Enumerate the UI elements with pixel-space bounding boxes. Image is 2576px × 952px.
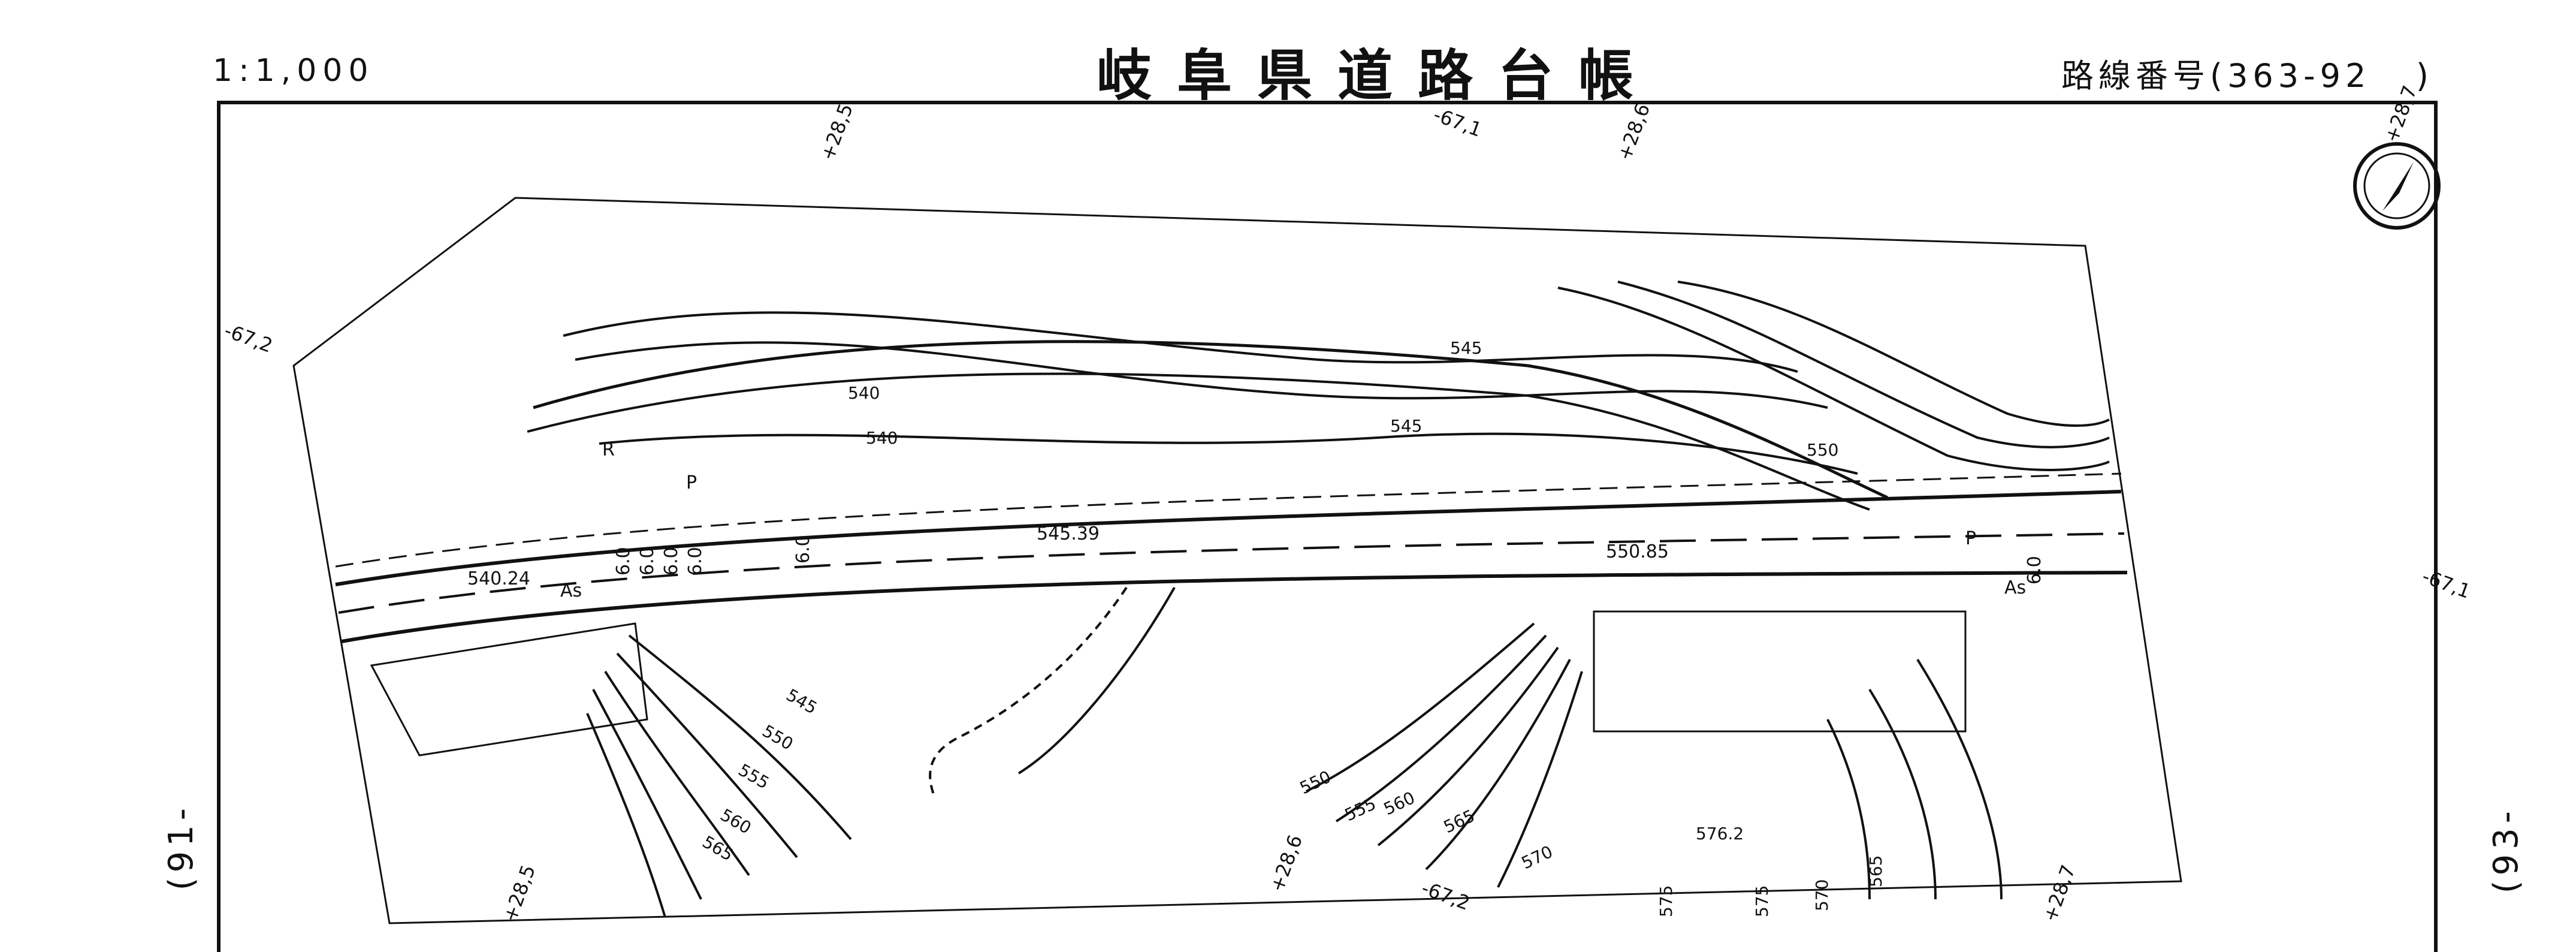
route-number: 363-92 <box>2227 57 2371 95</box>
map-scale: 1:1,000 <box>213 53 375 89</box>
contour-line <box>592 689 702 900</box>
contour-label: 565 <box>1866 855 1886 887</box>
contour-label: 575 <box>1752 885 1772 917</box>
contour-line <box>599 432 1858 475</box>
contour-label: 545 <box>1450 338 1482 358</box>
contour-label: 555 <box>735 760 773 793</box>
map-title: 岐阜県道路台帳 <box>1097 44 1659 108</box>
contour-label: 570 <box>1518 842 1556 873</box>
road-elevation: 540.24 <box>467 568 530 589</box>
contour-line <box>1425 659 1571 870</box>
road-elevation: 545.39 <box>1037 523 1100 544</box>
road-edge-south <box>341 571 2128 643</box>
contour-line <box>604 670 750 876</box>
grid-mark-bottom: +28,5 <box>499 862 540 925</box>
grid-mark-top: +28,6 <box>1613 101 1654 164</box>
upper-road <box>533 340 1889 499</box>
road-centerline <box>338 532 2125 614</box>
contour-label: 555 <box>1342 794 1379 825</box>
contour-line <box>1826 719 1871 900</box>
retaining-wall <box>370 622 648 757</box>
road-edge-north <box>335 490 2122 586</box>
upper-road-edge <box>527 372 1870 511</box>
contour-line <box>1497 671 1583 888</box>
grid-mark-right: -67,1 <box>2419 565 2474 603</box>
contour-label: 540 <box>866 428 898 448</box>
grid-mark-top: +28,5 <box>816 101 857 164</box>
road-width: 6.0 <box>685 547 706 576</box>
north-arrow-icon <box>2353 142 2441 230</box>
contour-line <box>1916 658 2003 900</box>
stream-channel <box>929 586 1128 798</box>
road-elevation: 550.85 <box>1606 541 1669 562</box>
road-surface-label: As <box>2004 577 2026 598</box>
grid-mark-bottom: -67,2 <box>1418 876 1473 915</box>
contour-line <box>563 311 1798 373</box>
road-marker: P <box>686 472 697 493</box>
grid-mark-left: -67,2 <box>221 319 276 357</box>
route-label-close: ) <box>2415 57 2433 95</box>
contour-line <box>1557 287 2110 471</box>
contour-label: 550 <box>1297 767 1334 798</box>
grid-mark-top: +28,7 <box>2380 83 2421 146</box>
contour-line <box>575 341 1828 409</box>
contour-label: 560 <box>717 805 755 837</box>
road-width: 6.0 <box>661 547 682 576</box>
route-label-text: 路線番号( <box>2061 57 2228 95</box>
road-marker: R <box>602 439 615 460</box>
sheet-outline <box>292 197 2182 924</box>
road-width: 6.0 <box>637 547 658 576</box>
road-surface-label: As <box>560 580 582 601</box>
contour-line <box>616 652 798 858</box>
retaining-wall <box>1593 610 1967 733</box>
grid-mark-bottom: +28,6 <box>1266 832 1307 895</box>
contour-line <box>1306 622 1535 793</box>
contour-label: 570 <box>1812 879 1832 911</box>
contour-line <box>1335 634 1547 823</box>
spot-height: 576.2 <box>1696 824 1744 843</box>
contour-label: 545 <box>783 685 821 718</box>
contour-label: 565 <box>699 832 737 864</box>
contour-line <box>586 713 666 918</box>
contour-label: 550 <box>1807 440 1838 460</box>
stream-channel <box>1017 587 1176 775</box>
road-marker: P <box>1965 528 1976 549</box>
contour-line <box>1377 646 1559 846</box>
road-width: 6.0 <box>613 547 634 576</box>
route-number-label: 路線番号(363-92 ) <box>2061 49 2433 97</box>
contour-line <box>1868 688 1937 900</box>
contour-label: 545 <box>1390 416 1422 436</box>
contour-label: 540 <box>848 383 880 403</box>
map-frame <box>217 101 2438 952</box>
grid-mark-top: -67,1 <box>1430 103 1485 141</box>
road-shoulder <box>335 472 2122 568</box>
contour-line <box>628 634 852 840</box>
contour-line <box>1617 281 2110 448</box>
contour-label: 575 <box>1656 885 1676 917</box>
road-width: 6.0 <box>2024 556 2045 585</box>
grid-mark-bottom: +28,7 <box>2039 862 2080 925</box>
road-width: 6.0 <box>793 535 814 564</box>
contour-line <box>1677 281 2110 427</box>
